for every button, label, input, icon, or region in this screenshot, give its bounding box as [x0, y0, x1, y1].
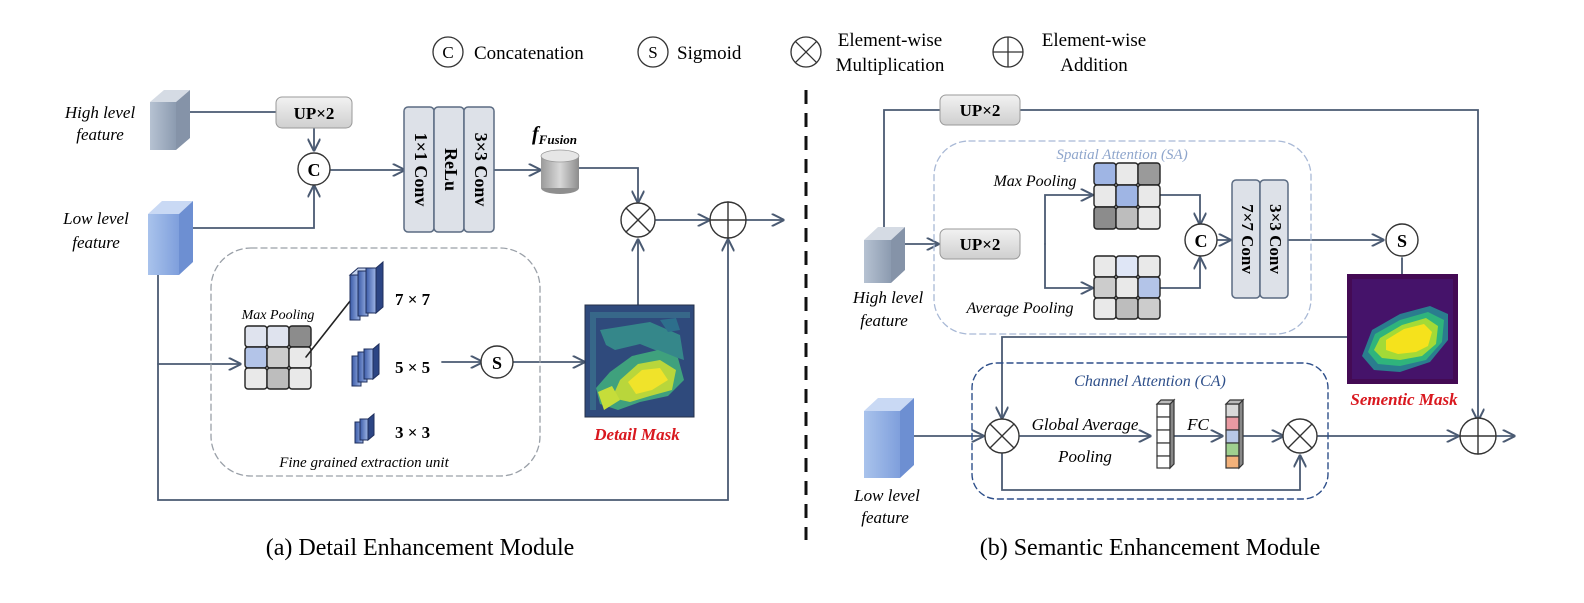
multiply-legend-icon [790, 36, 822, 68]
sem-fc-label: FC [1186, 415, 1209, 434]
dem-multiply-node [620, 202, 656, 238]
dem-add-node [709, 201, 747, 239]
dem-detail-mask-image [584, 304, 695, 418]
dem-kernel-7x7 [348, 260, 384, 321]
sem-sigmoid-node [1385, 223, 1419, 257]
detail-enhancement-module: High level feature Low level feature UP×… [62, 90, 783, 561]
dem-sigmoid-symbol: S [492, 353, 502, 373]
add-legend-label-2: Addition [1060, 55, 1128, 76]
sem-conv3x3-label: 3×3 Conv [1266, 204, 1285, 274]
dem-low-level-label-1: Low level [62, 209, 129, 228]
sem-upsample-mid-label: UP×2 [960, 235, 1001, 254]
multiply-legend-label-2: Multiplication [836, 55, 945, 76]
add-legend-icon [992, 36, 1024, 68]
dem-max-pooling-grid [244, 325, 312, 390]
dem-connections [157, 111, 783, 501]
sem-gap-label-2: Pooling [1057, 447, 1112, 466]
dem-caption: (a) Detail Enhancement Module [266, 535, 575, 561]
dem-relu-label: ReLu [441, 148, 461, 191]
sem-upsample-mid-box [939, 228, 1021, 260]
sem-low-level-label-1: Low level [853, 486, 920, 505]
sem-high-level-feature-cube [864, 227, 905, 283]
sem-max-pooling-label: Max Pooling [992, 173, 1076, 190]
dem-kernel-5x5 [351, 342, 380, 387]
dem-conv-block: 1×1 Conv ReLu 3×3 Conv [403, 106, 495, 233]
legend: C Concatenation S Sigmoid Element-wise M… [432, 30, 1146, 76]
sem-ca-multiply-right-node [1282, 418, 1318, 454]
sem-high-level-label-2: feature [860, 311, 908, 330]
dem-high-level-label-1: High level [64, 103, 136, 122]
dem-max-pooling-label: Max Pooling [241, 308, 315, 323]
sem-add-node [1459, 417, 1497, 455]
concat-legend-label: Concatenation [474, 43, 584, 64]
dem-upsample-label: UP×2 [294, 104, 335, 123]
sem-semantic-mask-image [1347, 274, 1458, 384]
sem-caption: (b) Semantic Enhancement Module [980, 535, 1321, 561]
sem-gap-label-1: Global Average [1032, 415, 1139, 434]
sem-upsample-top-box [939, 94, 1021, 126]
sem-fc-vector [1224, 398, 1245, 470]
dem-kernel-7x7-label: 7 × 7 [395, 290, 431, 309]
sem-high-level-label-1: High level [852, 288, 924, 307]
sem-avg-pooling-grid [1093, 255, 1161, 320]
dem-fusion-cylinder [540, 149, 580, 194]
sem-channel-attention-title: Channel Attention (CA) [1074, 373, 1226, 390]
sem-upsample-top-label: UP×2 [960, 101, 1001, 120]
dem-sigmoid-node [480, 345, 514, 379]
sem-sigmoid-symbol: S [1397, 231, 1407, 251]
dem-pool-connector [305, 290, 359, 358]
sigmoid-legend-icon [637, 36, 669, 68]
dem-conv3x3-label: 3×3 Conv [471, 133, 491, 207]
sem-avg-pooling-label: Average Pooling [965, 300, 1073, 317]
multiply-legend-label-1: Element-wise [838, 30, 942, 51]
dem-detail-mask-label: Detail Mask [593, 425, 680, 444]
dem-kernel-5x5-label: 5 × 5 [395, 358, 430, 377]
sem-concat-node [1184, 223, 1218, 257]
sem-spatial-attention-box [933, 140, 1312, 335]
sigmoid-legend-symbol: S [648, 43, 657, 62]
sem-conv-block: 7×7 Conv 3×3 Conv [1231, 179, 1289, 299]
semantic-enhancement-module: UP×2 Spatial Attention (SA) High level f… [852, 94, 1514, 561]
dem-upsample-box [275, 96, 353, 129]
dem-kernel-3x3-label: 3 × 3 [395, 423, 430, 442]
sem-concat-symbol: C [1195, 231, 1208, 251]
dem-fine-grained-unit-label: Fine grained extraction unit [278, 455, 449, 471]
dem-low-level-feature-cube [148, 201, 193, 275]
sem-connections [883, 109, 1514, 491]
dem-concat-node [297, 152, 331, 186]
sem-conv7x7-label: 7×7 Conv [1238, 204, 1257, 274]
dem-low-level-label-2: feature [72, 233, 120, 252]
sem-low-level-feature-cube [864, 398, 914, 478]
sem-gap-vector [1155, 398, 1176, 470]
add-legend-label-1: Element-wise [1042, 30, 1146, 51]
dem-high-level-label-2: feature [76, 125, 124, 144]
concat-legend-symbol: C [442, 43, 453, 62]
concat-legend-icon [432, 36, 464, 68]
sem-semantic-mask-label: Sementic Mask [1350, 390, 1458, 409]
sem-spatial-attention-title: Spatial Attention (SA) [1056, 147, 1187, 163]
dem-fusion-label: fFusion [532, 123, 577, 147]
sigmoid-legend-label: Sigmoid [677, 43, 742, 64]
dem-fusion-f: f [532, 123, 541, 145]
sem-ca-multiply-left-node [984, 418, 1020, 454]
dem-conv1x1-label: 1×1 Conv [411, 133, 431, 207]
dem-concat-symbol: C [308, 160, 321, 180]
dem-fine-grained-unit-box [210, 247, 541, 477]
dem-high-level-feature-cube [150, 90, 190, 150]
dem-kernel-3x3 [354, 412, 375, 444]
dem-fusion-subscript: Fusion [538, 132, 577, 147]
sem-channel-attention-box [971, 362, 1329, 500]
sem-max-pooling-grid [1093, 162, 1161, 230]
sem-low-level-label-2: feature [861, 508, 909, 527]
